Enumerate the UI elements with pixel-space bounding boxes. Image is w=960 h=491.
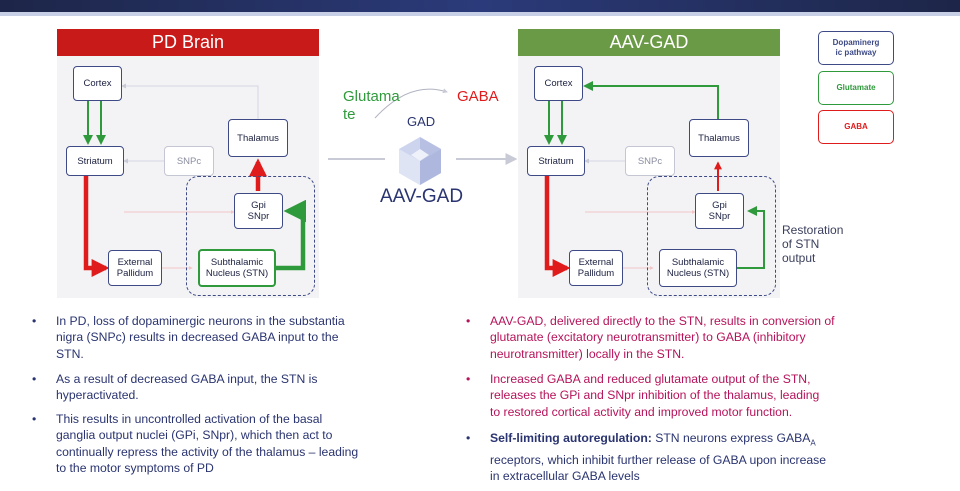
right-stn-node: Subthalamic Nucleus (STN) — [659, 249, 737, 287]
right-gpi-snpr-node: Gpi SNpr — [695, 193, 744, 229]
left-gpi-snpr-node: Gpi SNpr — [234, 193, 283, 229]
legend-dopaminergic: Dopaminerg ic pathway — [818, 31, 894, 65]
aav-gad-label: AAV-GAD — [380, 186, 464, 207]
right-stn-gpi-arrow — [737, 206, 765, 269]
autoregulation-text-2: receptors, which inhibit further release… — [490, 452, 827, 484]
left-external-pallidum-node: External Pallidum — [108, 250, 162, 286]
autoregulation-text-1: STN neurons express GABA — [651, 431, 811, 445]
right-basal-ganglia-group — [647, 176, 776, 296]
right-cortex-striatum-arrows — [544, 101, 567, 145]
right-thalamus-cortex-arrow — [583, 81, 719, 119]
left-striatum-node: Striatum — [66, 146, 124, 176]
right-snpc-node: SNPc — [625, 146, 675, 176]
right-bullet-3-text: Self-limiting autoregulation: STN neuron… — [490, 430, 900, 484]
right-striatum-node: Striatum — [527, 146, 585, 176]
bullet-dot: • — [32, 412, 37, 426]
right-thalamus-node: Thalamus — [689, 119, 749, 157]
left-stn-node: Subthalamic Nucleus (STN) — [198, 249, 276, 287]
right-external-pallidum-node: External Pallidum — [569, 250, 623, 286]
restoration-label: Restoration of STN output — [782, 223, 844, 265]
legend-gaba: GABA — [818, 110, 894, 144]
bullet-dot: • — [466, 372, 471, 386]
left-faint-arrows — [121, 83, 259, 270]
top-banner — [0, 0, 960, 12]
autoregulation-heading: Self-limiting autoregulation: — [490, 431, 652, 445]
left-thalamus-node: Thalamus — [228, 119, 288, 157]
left-cortex-node: Cortex — [73, 66, 122, 101]
left-cortex-striatum-arrows — [83, 101, 106, 145]
left-snpc-node: SNPc — [164, 146, 214, 176]
left-striatum-pallidum-arrow — [83, 176, 110, 277]
left-stn-gpi-arrow — [276, 199, 306, 271]
bullet-dot: • — [32, 314, 37, 328]
left-panel-title: PD Brain — [57, 29, 319, 56]
left-basal-ganglia-group — [186, 176, 315, 296]
glutamate-label: Glutama te — [343, 88, 400, 123]
gad-label: GAD — [407, 114, 436, 129]
gaba-label: GABA — [457, 88, 499, 105]
legend-glutamate: Glutamate — [818, 71, 894, 105]
top-banner-line — [0, 12, 960, 16]
right-cortex-node: Cortex — [534, 66, 583, 101]
right-bullet-1-text: AAV-GAD, delivered directly to the STN, … — [490, 314, 835, 361]
bullet-dot: • — [466, 314, 471, 328]
right-bullet-2-text: Increased GABA and reduced glutamate out… — [490, 372, 820, 419]
aav-capsid-icon — [399, 137, 441, 185]
right-striatum-pallidum-arrow — [544, 176, 571, 277]
right-panel-title: AAV-GAD — [518, 29, 780, 56]
gaba-a-subscript: A — [810, 438, 816, 448]
gad-conversion-curve — [374, 88, 448, 119]
left-bullet-3-text: This results in uncontrolled activation … — [56, 412, 359, 475]
right-faint-arrows — [584, 158, 696, 270]
bullet-dot: • — [32, 372, 37, 386]
bullet-dot: • — [466, 431, 471, 445]
left-bullet-1-text: In PD, loss of dopaminergic neurons in t… — [56, 314, 345, 361]
left-bullet-2-text: As a result of decreased GABA input, the… — [56, 372, 318, 403]
